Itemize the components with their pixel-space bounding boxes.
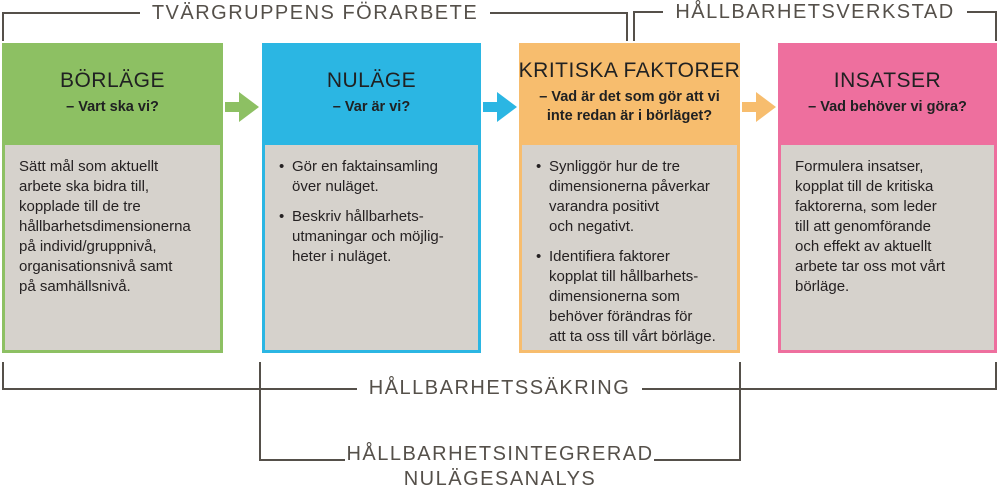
column-borlage: BÖRLÄGE – Vart ska vi? Sätt mål som aktu… (2, 43, 223, 353)
bracket-line (966, 11, 997, 13)
bullet-marker: • (536, 248, 542, 265)
column-title: NULÄGE (326, 68, 417, 92)
bracket-tick (626, 12, 628, 41)
arrow-right-icon (225, 89, 259, 125)
column-header: NULÄGE – Var är vi? (262, 43, 481, 142)
bullet-list: • Gör en faktainsamling över nuläget. • … (279, 157, 470, 267)
bullet-text: Beskriv hållbarhets- utmaningar och möjl… (292, 208, 444, 265)
arrow-right-icon (483, 89, 517, 125)
column-insatser: INSATSER – Vad behöver vi göra? Formuler… (778, 43, 997, 353)
bracket-tick (2, 362, 4, 389)
column-body: Sätt mål som aktuellt arbete ska bidra t… (2, 142, 223, 353)
column-subtitle: – Vad behöver vi göra? (808, 98, 967, 115)
column-title: BÖRLÄGE (59, 68, 166, 92)
bullet-marker: • (279, 158, 285, 175)
bracket-tvargruppens-forarbete: TVÄRGRUPPENS FÖRARBETE (2, 1, 629, 25)
phase-label-hallbarhetsverkstad: HÅLLBARHETSVERKSTAD (675, 0, 955, 23)
column-kritiska-faktorer: KRITISKA FAKTORER – Vad är det som gör a… (519, 43, 740, 353)
column-title: INSATSER (833, 68, 942, 92)
column-subtitle: – Vad är det som gör att vi inte redan ä… (539, 89, 720, 124)
column-header: INSATSER – Vad behöver vi göra? (778, 43, 997, 142)
column-body: • Synliggör hur de tre dimensionerna påv… (519, 142, 740, 353)
bracket-line (259, 459, 345, 461)
column-nulage: NULÄGE – Var är vi? • Gör en faktainsaml… (262, 43, 481, 353)
bracket-tick (259, 362, 261, 461)
bracket-line (2, 387, 357, 390)
column-header: BÖRLÄGE – Vart ska vi? (2, 43, 223, 142)
label-hallbarhetsintegrerad-nulagesanalys: HÅLLBARHETSINTEGRERAD NULÄGESANALYS (346, 443, 654, 490)
body-text: Sätt mål som aktuellt arbete ska bidra t… (19, 158, 191, 295)
body-text: Formulera insatser, kopplat till de krit… (795, 158, 946, 295)
bracket-tick (739, 362, 741, 461)
bullet-text: Identifiera faktorer kopplat till hållba… (549, 248, 716, 345)
bracket-line (2, 12, 140, 14)
bracket-tick (633, 11, 635, 41)
bullet-marker: • (536, 158, 542, 175)
bracket-hallbarhetssakring: HÅLLBARHETSSÄKRING (2, 376, 998, 401)
label-hallbarhetssakring: HÅLLBARHETSSÄKRING (368, 377, 631, 399)
bullet-item: • Beskriv hållbarhets- utmaningar och mö… (279, 207, 470, 267)
bracket-line (490, 12, 629, 14)
bullet-item: • Identifiera faktorer kopplat till håll… (536, 247, 729, 347)
bullet-text: Synliggör hur de tre dimensionerna påver… (549, 158, 710, 235)
column-title: KRITISKA FAKTORER (518, 59, 741, 82)
bullet-item: • Synliggör hur de tre dimensionerna påv… (536, 157, 729, 237)
bracket-tick (995, 11, 997, 41)
column-subtitle: – Var är vi? (332, 98, 411, 115)
bracket-line (633, 11, 664, 13)
column-subtitle: – Vart ska vi? (66, 98, 159, 115)
bracket-tick (995, 362, 997, 389)
arrow-right-icon (742, 89, 776, 125)
column-header: KRITISKA FAKTORER – Vad är det som gör a… (519, 43, 740, 142)
bracket-line (654, 459, 741, 461)
column-body: • Gör en faktainsamling över nuläget. • … (262, 142, 481, 353)
bullet-marker: • (279, 208, 285, 225)
column-body: Formulera insatser, kopplat till de krit… (778, 142, 997, 353)
bullet-list: • Synliggör hur de tre dimensionerna påv… (536, 157, 729, 347)
bracket-hallbarhetsverkstad: HÅLLBARHETSVERKSTAD (633, 0, 997, 24)
bracket-line (642, 387, 998, 390)
bullet-item: • Gör en faktainsamling över nuläget. (279, 157, 470, 197)
bracket-tick (2, 12, 4, 41)
phase-label-tvargruppens-forarbete: TVÄRGRUPPENS FÖRARBETE (151, 1, 479, 24)
bullet-text: Gör en faktainsamling över nuläget. (292, 158, 438, 195)
